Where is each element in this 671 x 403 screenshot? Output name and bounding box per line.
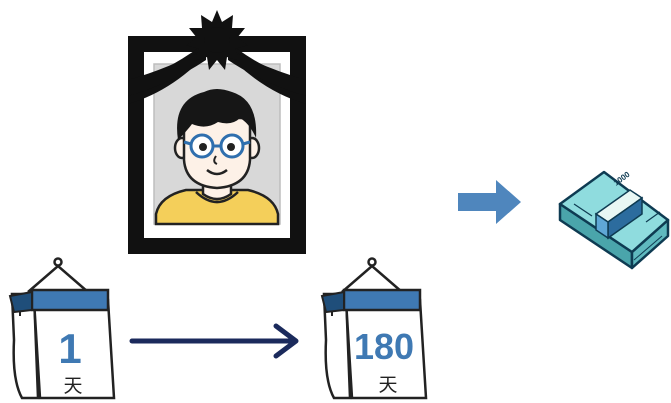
calendar-start-unit: 天 — [63, 375, 82, 397]
money-bundle-icon: 1000 — [560, 170, 668, 268]
calendar-end-number: 180 — [354, 326, 414, 367]
calendar-end-unit: 天 — [378, 374, 397, 396]
calendar-start-number: 1 — [58, 325, 81, 372]
memorial-portrait-icon — [128, 10, 306, 254]
arrow-right-icon — [458, 180, 521, 224]
long-arrow-right-icon — [132, 326, 296, 356]
